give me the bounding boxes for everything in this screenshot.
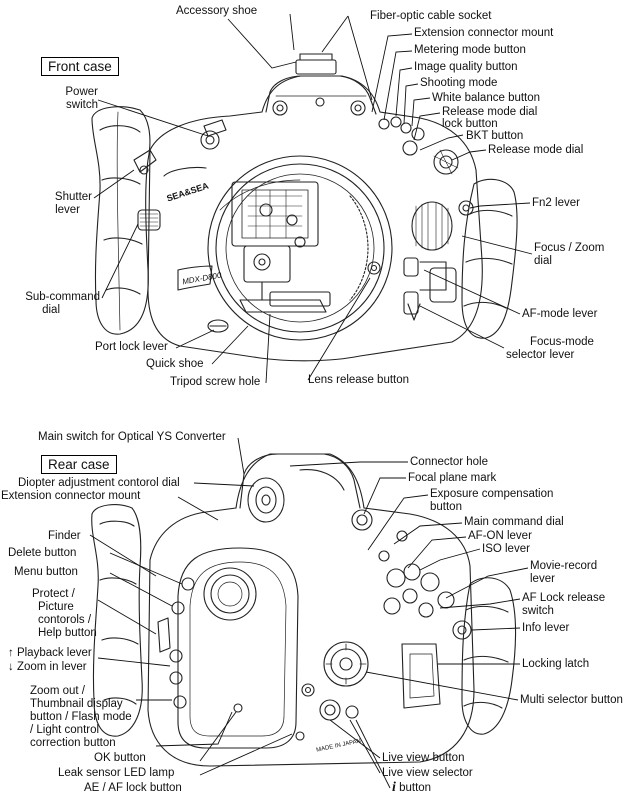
label-ae-af-lock: AE / AF lock button [84,782,182,794]
label-shutter-2: lever [55,204,80,216]
label-info-lever: Info lever [522,622,570,634]
label-bkt: BKT button [466,130,524,142]
label-af-lock-release-1: AF Lock release [522,592,606,604]
label-subcommand-1: Sub-command [25,291,100,303]
label-main-switch-ys: Main switch for Optical YS Converter [38,431,226,443]
label-power-1: Power [65,86,98,98]
label-ok: OK button [94,752,146,764]
label-protect-1: Protect / [32,588,75,600]
label-live-view-button: Live view button [382,752,465,764]
label-power-2: switch [66,99,98,111]
front-case-title: Front case [41,57,119,76]
label-fn2: Fn2 lever [532,197,580,209]
label-white-balance: White balance button [432,92,541,104]
label-lens-release: Lens release button [308,374,410,386]
label-movie-record-2: lever [530,573,555,585]
label-diopter: Diopter adjustment contorol dial [18,477,180,489]
label-focal-plane: Focal plane mark [408,472,497,484]
label-subcommand-2: dial [42,304,60,316]
label-tripod-hole: Tripod screw hole [170,376,261,388]
label-shutter-1: Shutter [54,191,92,203]
label-i-button: i button [392,781,431,795]
label-connector-hole: Connector hole [410,456,488,468]
label-protect-4: Help button [38,627,97,639]
label-movie-record-1: Movie-record [530,560,598,572]
label-delete: Delete button [8,547,77,559]
label-extension-connector: Extension connector mount [414,27,554,39]
label-protect-2: Picture [38,601,74,613]
label-shooting-mode: Shooting mode [420,77,498,89]
label-focus-selector-1: Focus-mode [530,336,594,348]
label-zoom-out-5: correction button [30,737,116,749]
label-exposure-comp-1: Exposure compensation [430,488,554,500]
label-protect-3: contorols / [38,614,92,626]
label-iso: ISO lever [482,543,530,555]
label-main-command-dial: Main command dial [464,516,564,528]
label-zoom-out-3: button / Flash mode [30,711,132,723]
label-focus-zoom-1: Focus / Zoom [534,242,605,254]
label-focus-selector-2: selector lever [506,349,575,361]
label-release-mode-dial: Release mode dial [488,144,584,156]
label-exposure-comp-2: button [430,501,462,513]
i-button-glyph: i [392,780,396,795]
label-image-quality: Image quality button [414,61,518,73]
label-playback-lever: ↑ Playback lever [8,647,92,659]
label-zoom-out-2: Thumbnail display [30,698,123,710]
label-metering-mode: Metering mode button [414,44,526,56]
label-zoom-out-1: Zoom out / [30,685,85,697]
label-multi-selector: Multi selector button [520,694,623,706]
label-menu: Menu button [14,566,78,578]
label-accessory-shoe: Accessory shoe [176,5,258,17]
label-af-on: AF-ON lever [468,530,532,542]
label-leak-sensor: Leak sensor LED lamp [58,767,175,779]
label-live-view-selector: Live view selector [382,767,473,779]
label-af-lock-release-2: switch [522,605,554,617]
label-focus-zoom-2: dial [534,255,552,267]
i-button-text: button [399,782,432,794]
rear-housing-drawing [91,453,517,767]
label-port-lock: Port lock lever [95,341,168,353]
label-release-lock-1: Release mode dial [442,106,538,118]
label-quick-shoe: Quick shoe [146,358,204,370]
label-rear-extension-connector: Extension connector mount [1,490,141,502]
label-af-mode: AF-mode lever [522,308,598,320]
label-release-lock-2: lock button [442,118,498,130]
label-zoom-out-4: / Light control [30,724,100,736]
label-finder: Finder [48,530,81,542]
rear-case-title: Rear case [41,455,117,474]
label-locking-latch: Locking latch [522,658,590,670]
label-zoom-in-lever: ↓ Zoom in lever [8,661,87,673]
label-fiber-optic-socket: Fiber-optic cable socket [370,10,492,22]
